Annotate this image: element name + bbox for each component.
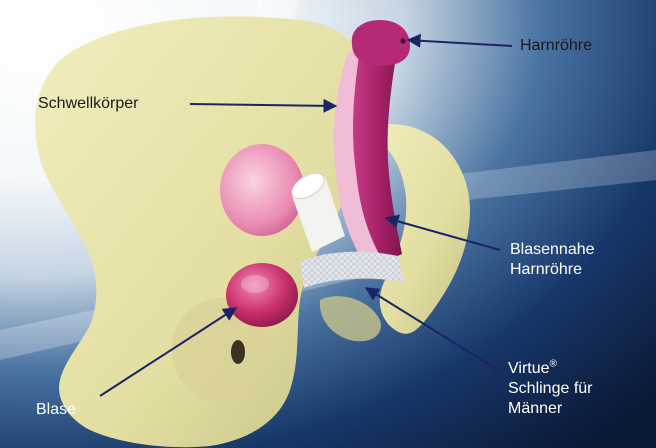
- label-harnroehre: Harnröhre: [520, 36, 592, 56]
- label-schwellkoerper-text: Schwellkörper: [38, 95, 138, 112]
- label-blase: Blase: [36, 400, 76, 420]
- label-blase-text: Blase: [36, 401, 76, 418]
- label-blasennahe-harnroehre: Blasennahe Harnröhre: [510, 240, 595, 280]
- label-harnroehre-text: Harnröhre: [520, 37, 592, 54]
- label-blasennahe-line2: Harnröhre: [510, 260, 595, 280]
- label-virtue-line3: Männer: [508, 399, 593, 419]
- registered-mark: ®: [550, 359, 557, 370]
- label-schwellkoerper: Schwellkörper: [38, 94, 138, 114]
- bladder: [226, 263, 298, 327]
- label-virtue-sling: Virtue® Schlinge für Männer: [508, 359, 593, 419]
- prostate: [220, 144, 304, 236]
- label-virtue-line2: Schlinge für: [508, 379, 593, 399]
- label-virtue-brand: Virtue: [508, 360, 550, 377]
- label-blasennahe-line1: Blasennahe: [510, 240, 595, 260]
- label-virtue-line1: Virtue®: [508, 359, 593, 379]
